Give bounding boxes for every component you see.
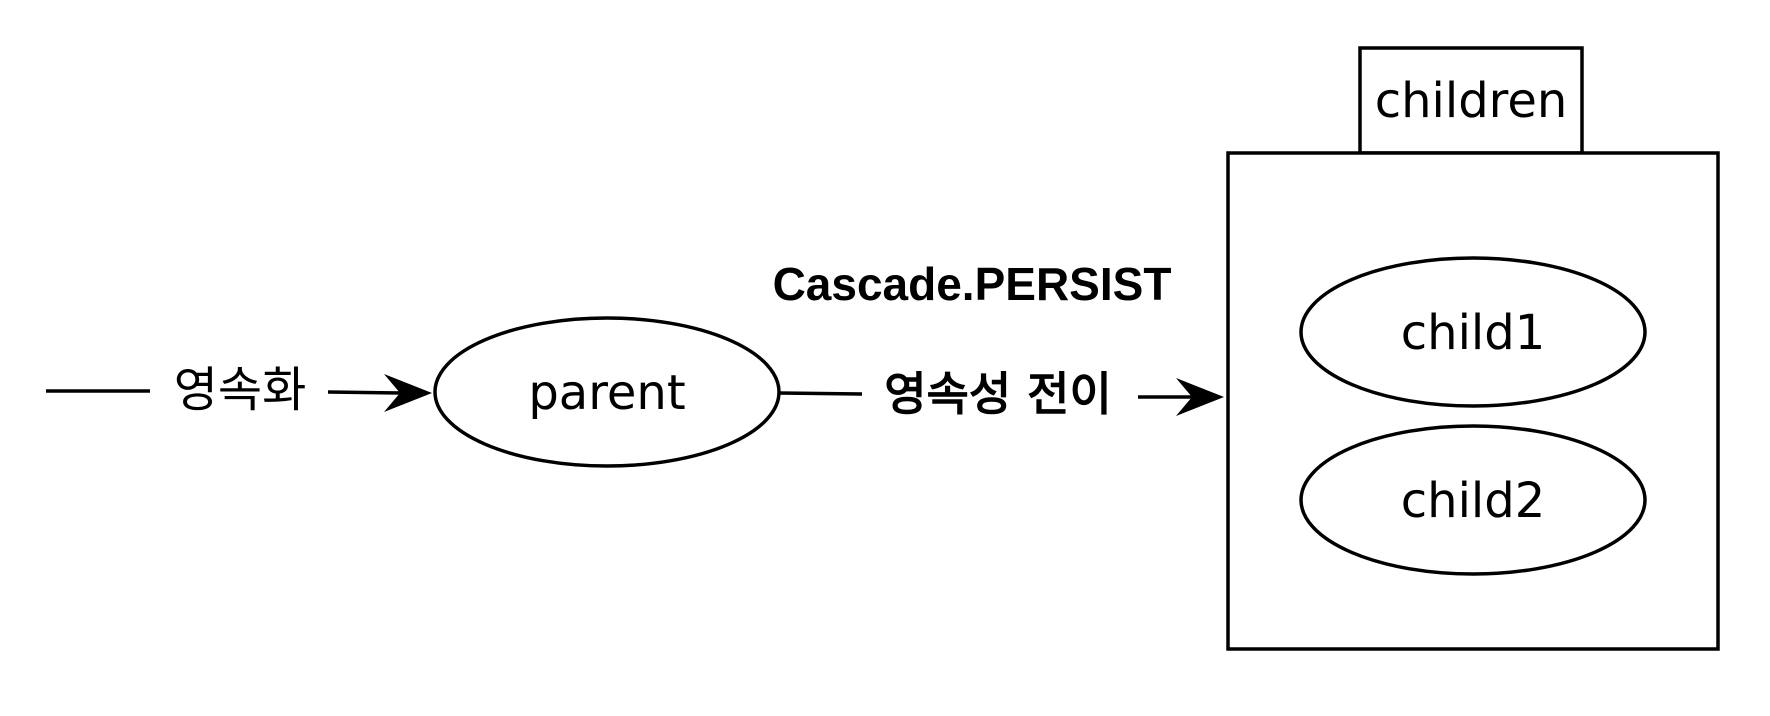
children-label: children: [1375, 73, 1568, 129]
cascade-label: Cascade.PERSIST: [773, 258, 1172, 310]
persist-input-label: 영속화: [174, 362, 306, 418]
input-arrow-line: [327, 390, 403, 395]
parent-node: [433, 316, 781, 468]
child2-label: child2: [1401, 473, 1546, 529]
input-arrow-head: [384, 374, 432, 412]
child1-node: [1299, 256, 1647, 408]
transition-line: [778, 391, 863, 396]
transition-label: 영속성 전이: [884, 367, 1112, 421]
child1-label: child1: [1401, 305, 1546, 361]
transition-arrow-head: [1176, 378, 1224, 416]
parent-label: parent: [528, 365, 685, 421]
child2-node: [1299, 424, 1647, 576]
